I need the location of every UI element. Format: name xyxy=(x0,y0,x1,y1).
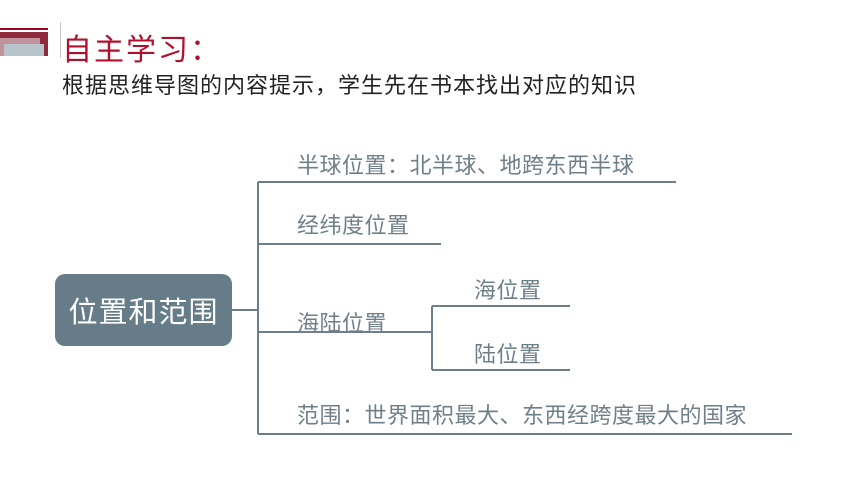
sub-branch-sea: 海位置 xyxy=(474,279,542,304)
header-accent-block-gray xyxy=(4,44,44,56)
branch-latlong: 经纬度位置 xyxy=(297,214,410,239)
header-divider xyxy=(60,22,61,58)
branch-hemisphere: 半球位置：北半球、地跨东西半球 xyxy=(297,154,635,179)
branch-landsea: 海陆位置 xyxy=(297,312,388,337)
page-subtitle: 根据思维导图的内容提示，学生先在书本找出对应的知识 xyxy=(62,74,638,99)
branch-area: 范围：世界面积最大、东西经跨度最大的国家 xyxy=(297,404,748,429)
mindmap-root: 位置和范围 xyxy=(55,274,232,346)
sub-branch-land: 陆位置 xyxy=(474,343,542,368)
page-title: 自主学习： xyxy=(62,33,222,68)
header-accent-line xyxy=(0,28,48,30)
